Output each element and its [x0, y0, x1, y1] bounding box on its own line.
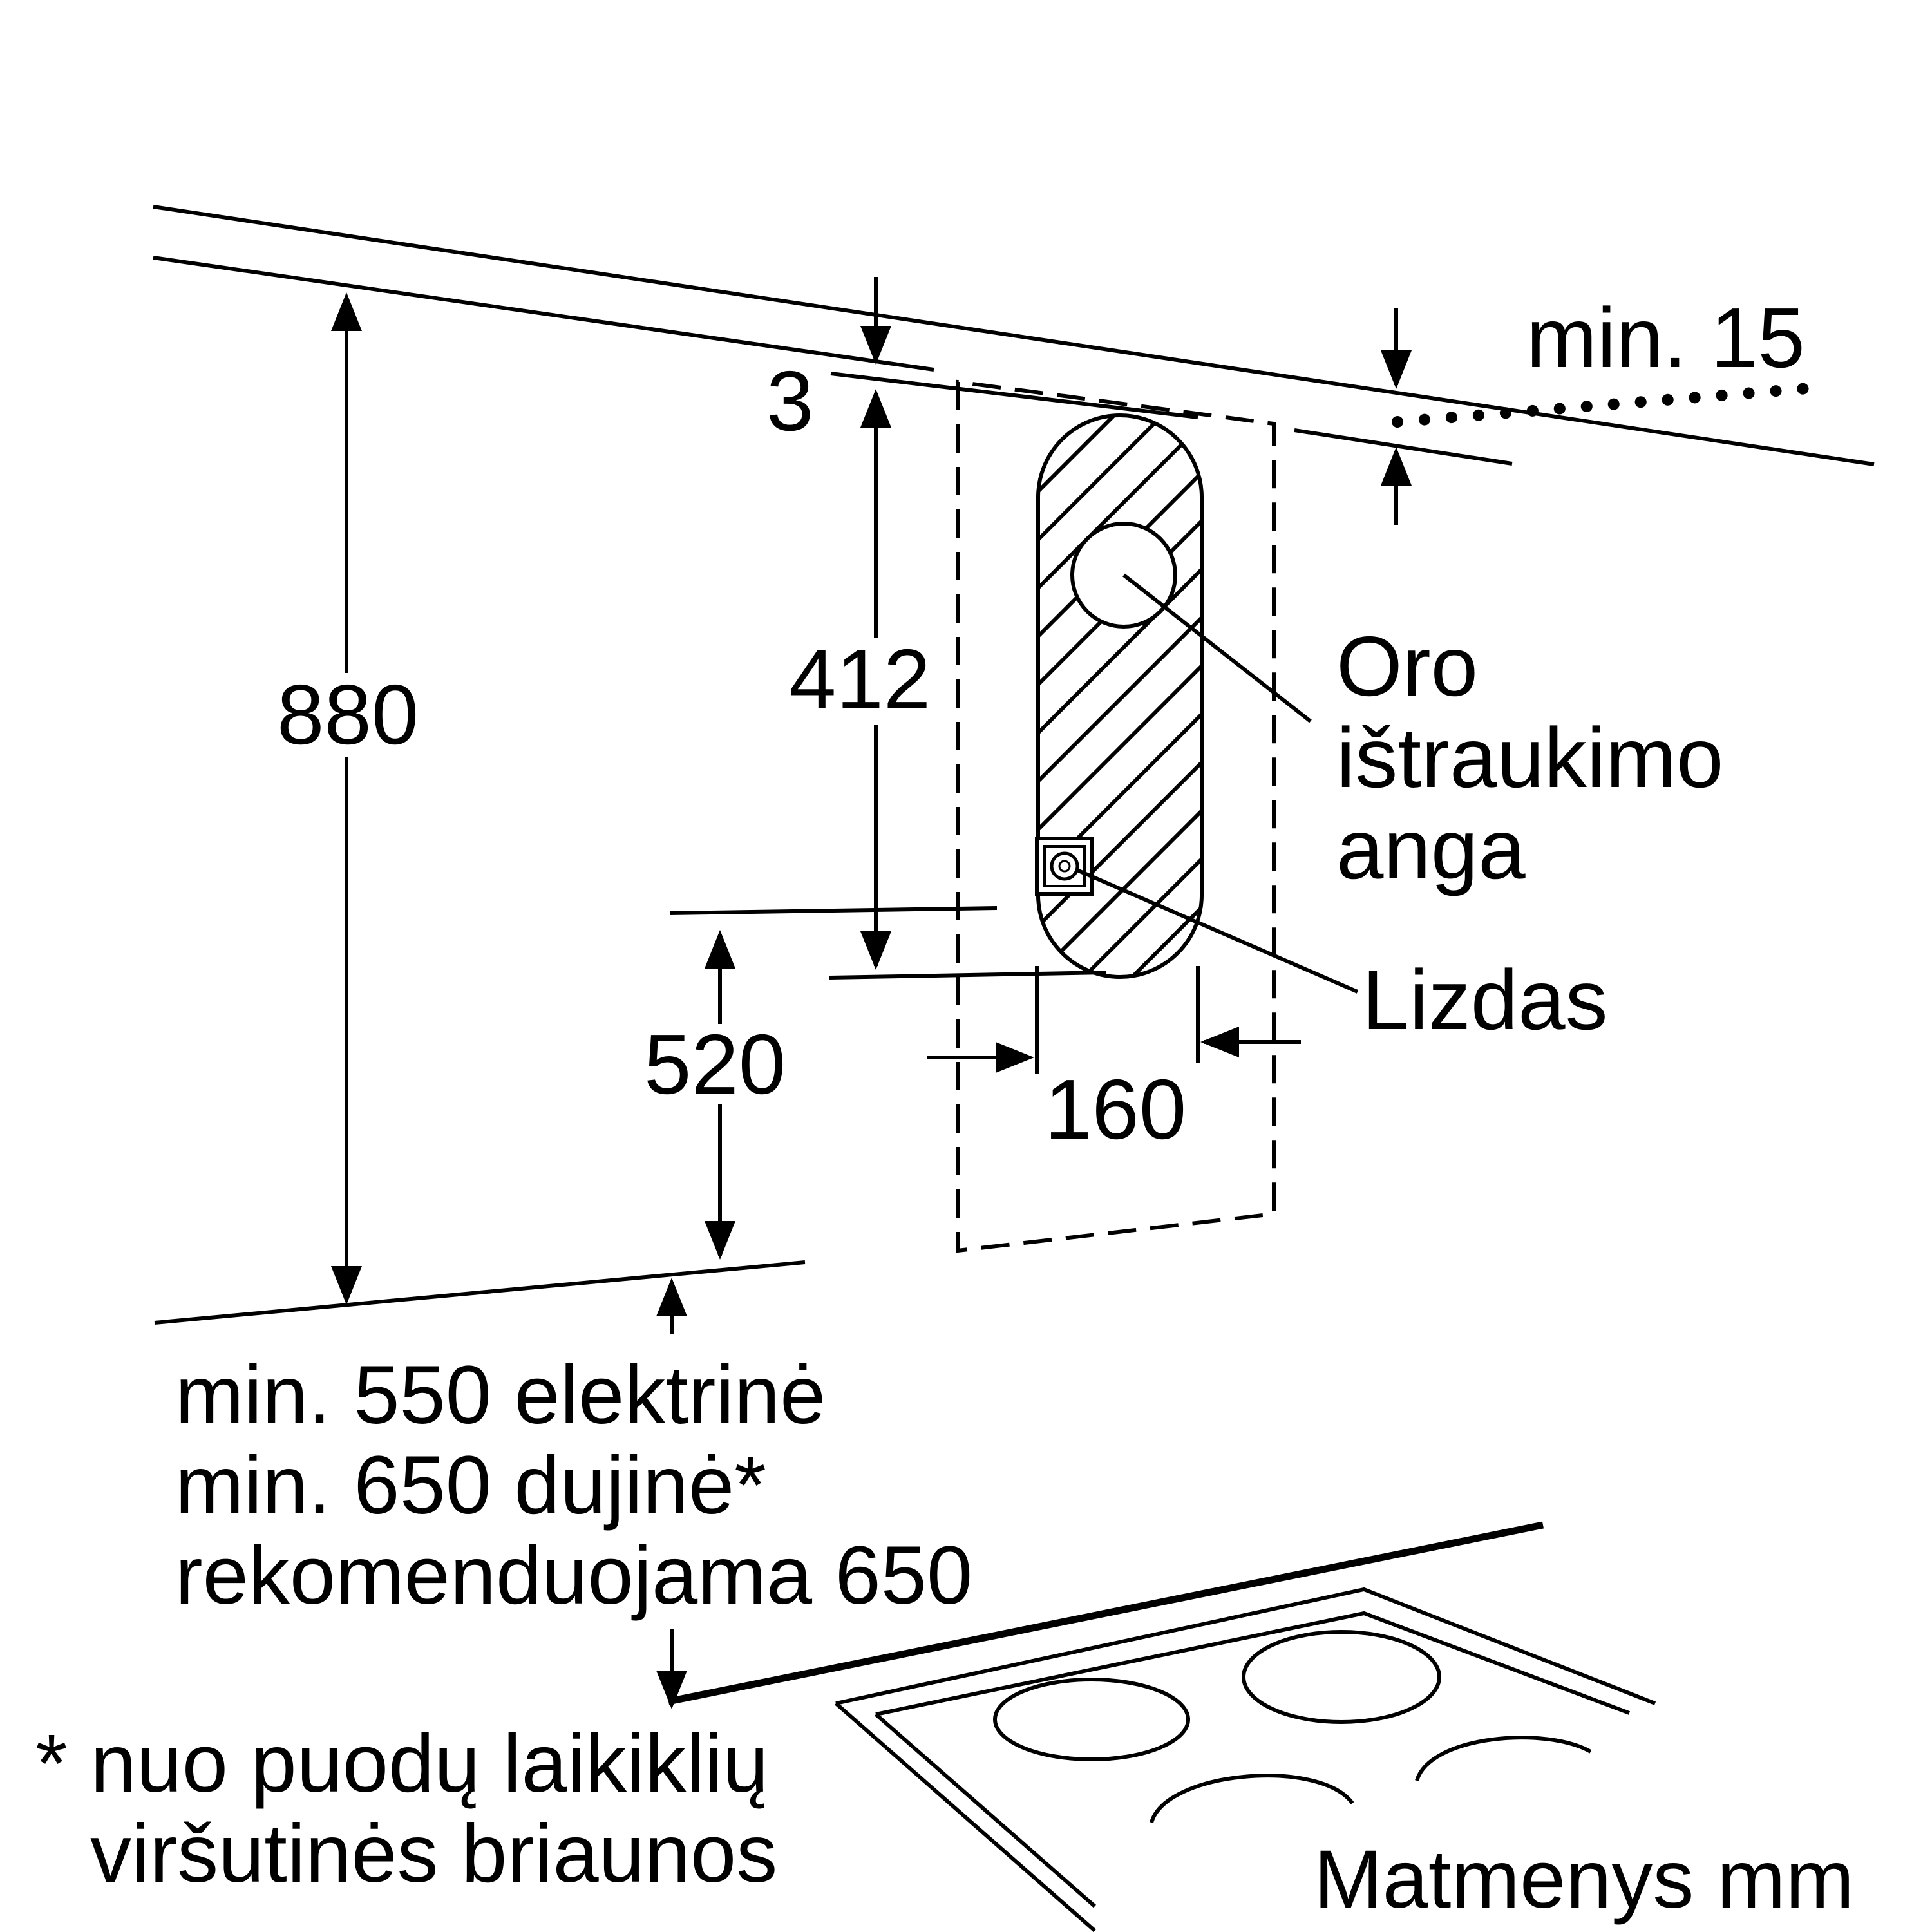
hatch-line [1024, 167, 1217, 361]
hatch-line [1024, 119, 1217, 312]
label-air-outlet-1: Oro [1336, 619, 1478, 714]
label-air-outlet-3: anga [1336, 802, 1526, 896]
note-line-2: min. 650 dujinė* [175, 1439, 766, 1531]
dimension-520 [669, 906, 998, 1260]
label-min-15: min. 15 [1526, 290, 1805, 385]
label-520: 520 [644, 1017, 786, 1112]
hatch-line [1038, 649, 1202, 846]
ceiling-lines [153, 205, 1875, 466]
label-412: 412 [789, 632, 931, 726]
hatch-line [1024, 216, 1217, 409]
slot-bottom-line [829, 971, 1107, 980]
hatch-line [1038, 600, 1202, 797]
callout-labels: Oro ištraukimo anga Lizdas [1336, 619, 1723, 1047]
hatch-line [1024, 71, 1217, 264]
hatch-line [1038, 745, 1202, 942]
label-160: 160 [1045, 1062, 1186, 1157]
footnote-line-2: viršutinės briaunos [90, 1808, 777, 1900]
hatch-line [1038, 842, 1202, 977]
note-line-1: min. 550 elektrinė [175, 1349, 826, 1441]
hatch-line [1038, 415, 1202, 556]
hatch-line [1038, 552, 1202, 749]
hob-distance-note: min. 550 elektrinė min. 650 dujinė* reko… [175, 1349, 972, 1622]
dimension-160 [927, 966, 1301, 1074]
hatch-line [1038, 415, 1202, 507]
footnote-line-1: * nuo puodų laikiklių [35, 1718, 769, 1810]
label-socket: Lizdas [1362, 952, 1608, 1047]
leader-lines [1074, 573, 1359, 994]
footnote: * nuo puodų laikiklių viršutinės briauno… [35, 1718, 777, 1900]
label-880: 880 [277, 667, 419, 762]
label-air-outlet-2: ištraukimo [1336, 710, 1723, 805]
socket-icon [1035, 837, 1094, 896]
dimension-labels: 880 3 412 520 160 min. 15 [277, 290, 1805, 1157]
min-15-dotted-line [1392, 382, 1822, 428]
hob [667, 1521, 1656, 1932]
hatch-line [1038, 890, 1202, 977]
cabinet-bottom-line [154, 1260, 806, 1325]
hood-outline-dashed [956, 379, 1276, 1253]
units-label: Matmenys mm [1314, 1833, 1854, 1926]
label-3: 3 [766, 354, 813, 448]
note-line-3: rekomenduojama 650 [175, 1530, 972, 1622]
